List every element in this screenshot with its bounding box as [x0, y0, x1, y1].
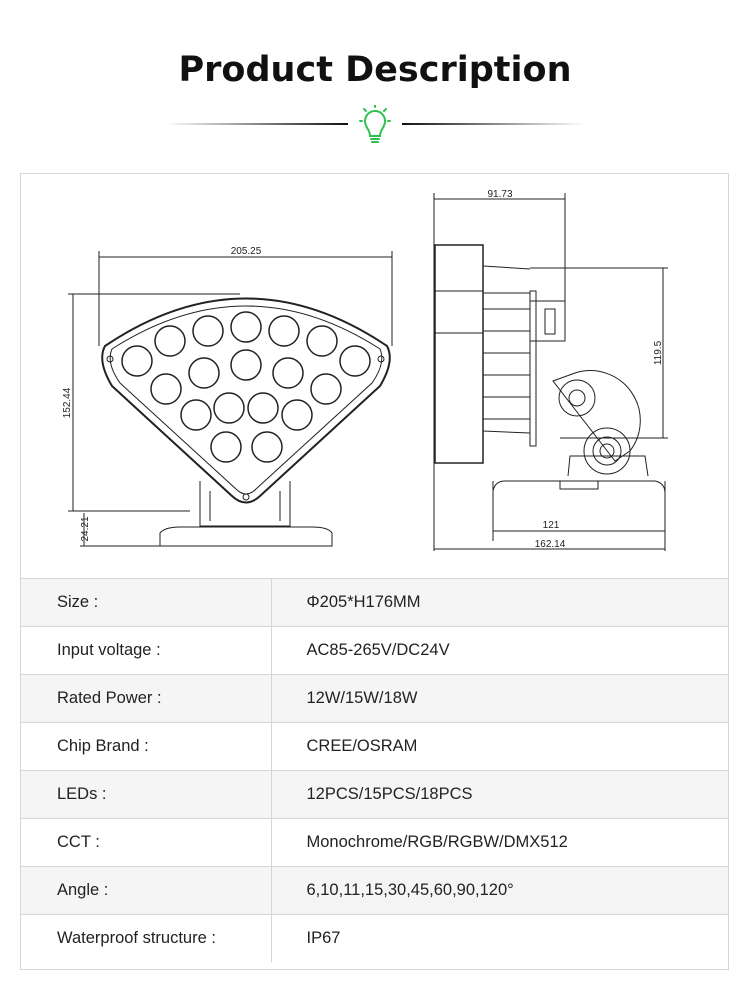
table-row: Size :Φ205*H176MM — [21, 578, 728, 627]
table-row: Input voltage :AC85-265V/DC24V — [21, 626, 728, 675]
spec-value: IP67 — [271, 914, 728, 962]
front-view: 205.25 152.44 24.21 — [62, 246, 393, 547]
dimension-drawing: 205.25 152.44 24.21 91.73 119.5 121 162.… — [62, 189, 668, 551]
table-row: Waterproof structure :IP67 — [21, 914, 728, 962]
spec-value: 6,10,11,15,30,45,60,90,120° — [271, 866, 728, 915]
table-row: Angle :6,10,11,15,30,45,60,90,120° — [21, 866, 728, 915]
side-height-label: 119.5 — [653, 340, 664, 365]
table-row: Chip Brand :CREE/OSRAM — [21, 722, 728, 771]
spec-value: 12W/15W/18W — [271, 674, 728, 723]
table-row: Rated Power :12W/15W/18W — [21, 674, 728, 723]
spec-table: Size :Φ205*H176MM Input voltage :AC85-26… — [21, 578, 728, 962]
total-width-label: 162.14 — [535, 539, 566, 550]
front-width-label: 205.25 — [231, 246, 262, 257]
spec-label: CCT : — [21, 818, 272, 867]
spec-value: Φ205*H176MM — [271, 578, 728, 627]
side-depth-label: 91.73 — [487, 189, 512, 200]
spec-label: LEDs : — [21, 770, 272, 819]
lightbulb-icon — [359, 105, 391, 143]
spec-panel: 205.25 152.44 24.21 91.73 119.5 121 162.… — [20, 173, 729, 970]
spec-label: Chip Brand : — [21, 722, 272, 771]
spec-value: AC85-265V/DC24V — [271, 626, 728, 675]
front-height-label: 152.44 — [62, 387, 73, 418]
spec-label: Waterproof structure : — [21, 914, 272, 962]
spec-label: Rated Power : — [21, 674, 272, 723]
base-height-label: 24.21 — [80, 516, 91, 541]
spec-value: 12PCS/15PCS/18PCS — [271, 770, 728, 819]
side-view: 91.73 119.5 121 162.14 — [433, 189, 668, 551]
page-title: Product Description — [178, 50, 572, 90]
base-width-label: 121 — [543, 520, 560, 531]
table-row: LEDs :12PCS/15PCS/18PCS — [21, 770, 728, 819]
spec-label: Input voltage : — [21, 626, 272, 675]
spec-value: CREE/OSRAM — [271, 722, 728, 771]
spec-label: Angle : — [21, 866, 272, 915]
spec-value: Monochrome/RGB/RGBW/DMX512 — [271, 818, 728, 867]
title-divider — [165, 105, 585, 143]
table-row: CCT :Monochrome/RGB/RGBW/DMX512 — [21, 818, 728, 867]
spec-label: Size : — [21, 578, 272, 627]
